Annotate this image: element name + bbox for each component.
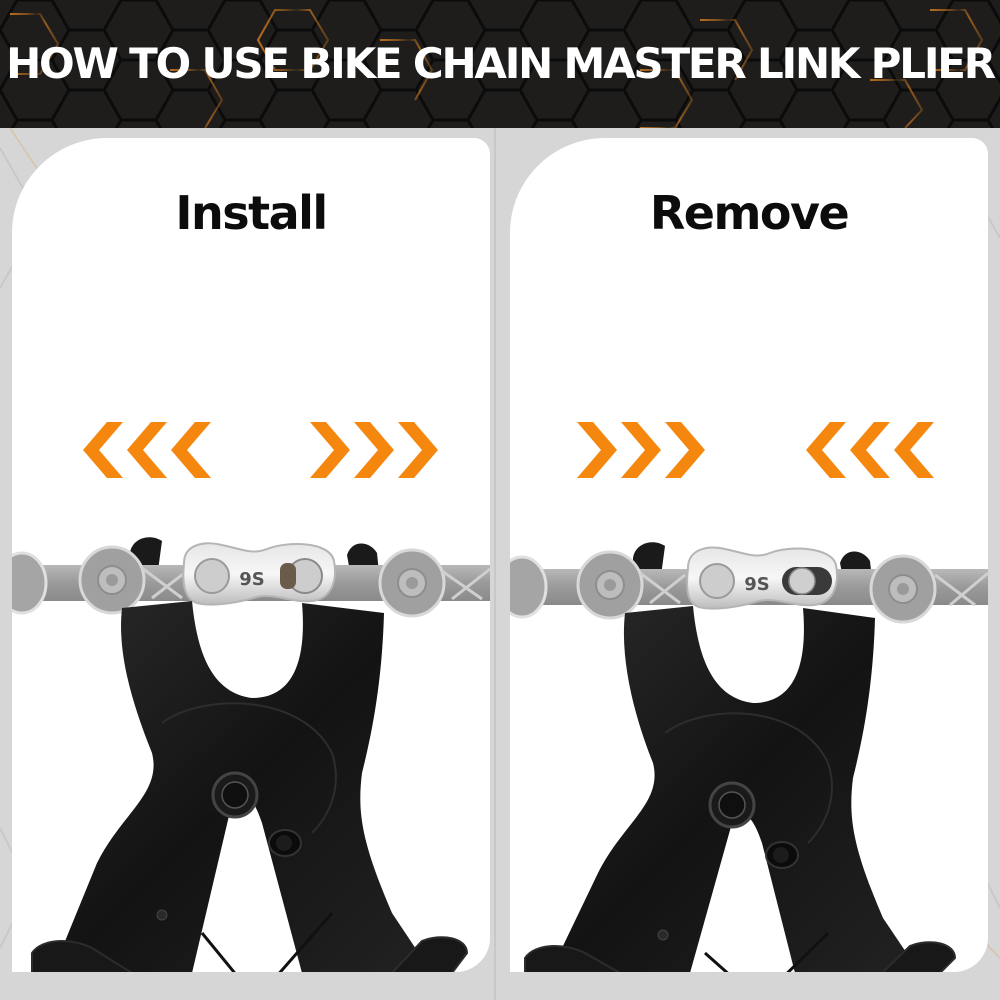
install-arrows-left: [83, 422, 211, 478]
master-link-plier: [524, 606, 957, 972]
header-banner: HOW TO USE BIKE CHAIN MASTER LINK PLIER: [0, 0, 1000, 128]
install-arrows-right: [310, 422, 438, 478]
chevron-right-icon: [398, 422, 438, 478]
remove-arrows-left: [577, 422, 705, 478]
chevron-right-icon: [354, 422, 394, 478]
master-link: 9S: [686, 546, 838, 610]
chevron-left-icon: [171, 422, 211, 478]
install-plier-and-chain-illustration: 9S: [12, 537, 490, 972]
chevron-left-icon: [83, 422, 123, 478]
page-title: HOW TO USE BIKE CHAIN MASTER LINK PLIER: [6, 39, 996, 88]
master-link-label: 9S: [744, 574, 770, 595]
chevron-right-icon: [621, 422, 661, 478]
remove-panel: Remove 9S: [510, 138, 988, 972]
chevron-right-icon: [577, 422, 617, 478]
install-panel: Install: [12, 138, 490, 972]
chevron-right-icon: [665, 422, 705, 478]
chevron-right-icon: [310, 422, 350, 478]
hexagon-pattern-background: [0, 0, 1000, 128]
master-link-plier: [31, 601, 469, 972]
chevron-left-icon: [850, 422, 890, 478]
master-link-label: 9S: [239, 569, 265, 590]
chevron-left-icon: [894, 422, 934, 478]
remove-title: Remove: [649, 186, 850, 240]
remove-plier-and-chain-illustration: 9S: [510, 542, 988, 972]
chevron-left-icon: [127, 422, 167, 478]
remove-arrows-right: [806, 422, 934, 478]
master-link: 9S: [182, 542, 336, 606]
chevron-left-icon: [806, 422, 846, 478]
install-title: Install: [175, 186, 328, 240]
